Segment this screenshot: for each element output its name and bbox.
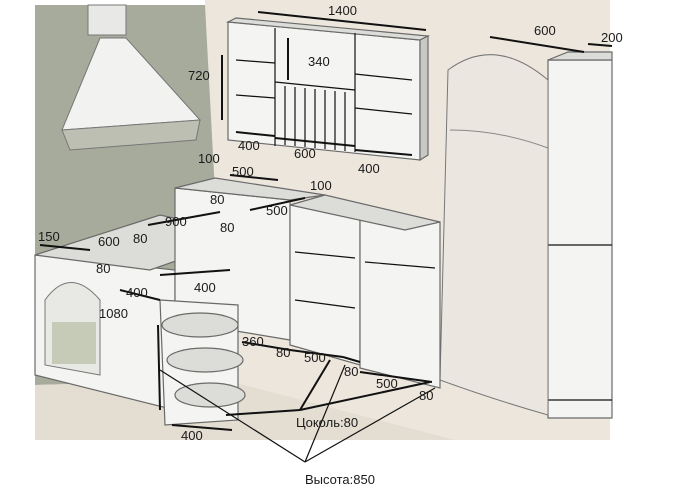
- dim-top-80-b: 80: [220, 220, 234, 235]
- dimension-labels: 1400 720 340 400 600 400 600 200 100 500…: [38, 3, 623, 487]
- plinth-leader: [299, 359, 331, 411]
- dim-left-80: 80: [96, 261, 110, 276]
- dim-top-gap: 100: [198, 151, 220, 166]
- plinth-leader: [225, 409, 301, 416]
- hood-base: [61, 119, 201, 151]
- oven-glass: [52, 322, 96, 364]
- dim-top-gap-right: 100: [310, 178, 332, 193]
- wall-cabinet-side: [419, 35, 429, 162]
- dim-bottom-500-a: 500: [304, 350, 326, 365]
- dim-line-80-bottom: [342, 356, 361, 363]
- height-leader: [304, 364, 346, 463]
- wall-cabinet: [225, 17, 431, 162]
- dim-line-400-base: [171, 424, 233, 431]
- dim-line-400-left: [235, 131, 276, 137]
- fridge-body: [439, 54, 549, 416]
- dim-bottom-360: 360: [242, 334, 264, 349]
- dim-base-400: 400: [181, 428, 203, 443]
- range-hood: [61, 4, 202, 151]
- dish-rack-rail: [274, 81, 356, 91]
- dim-line-1080: [157, 324, 161, 411]
- sink-shelf: [364, 261, 436, 269]
- dim-bottom-80-c: 80: [419, 388, 433, 403]
- dim-line-500-bottom-a: [289, 349, 344, 358]
- height-note: Высота:850: [305, 472, 375, 487]
- drawer-shelf: [294, 251, 356, 259]
- dim-line-fridge-600: [489, 36, 585, 53]
- dim-top-500: 500: [266, 203, 288, 218]
- round-shelf: [174, 382, 246, 408]
- dim-bottom-80-b: 80: [344, 364, 358, 379]
- sink-cabinet-top: [289, 194, 441, 231]
- fridge-column-top: [547, 51, 613, 61]
- dim-fridge-side: 200: [601, 30, 623, 45]
- dim-wall-left-section: 400: [238, 138, 260, 153]
- plinth-leader: [299, 381, 431, 411]
- base-cabinets: [34, 177, 441, 426]
- fridge-column: [547, 59, 613, 419]
- fridge-door-split: [449, 129, 549, 149]
- dim-wall-right-section: 400: [358, 161, 380, 176]
- drawer-shelf: [294, 299, 356, 309]
- dim-bottom-500-b: 500: [376, 376, 398, 391]
- hood-chimney: [87, 4, 127, 36]
- height-leader: [304, 387, 436, 463]
- height-leader: [159, 369, 306, 463]
- dim-wall-middle-section: 600: [294, 146, 316, 161]
- dim-wall-height: 720: [188, 68, 210, 83]
- dim-line-500-bottom-b: [359, 371, 433, 383]
- wall-shelf: [354, 107, 413, 115]
- sink-cabinet: [359, 214, 441, 389]
- dim-bottom-80-a: 80: [276, 345, 290, 360]
- dim-line-360: [241, 341, 291, 351]
- dim-left-600: 600: [98, 234, 120, 249]
- drawer-cabinet: [289, 204, 361, 366]
- dimension-lines: [39, 11, 613, 463]
- dim-line-400-shelf: [159, 269, 231, 276]
- dim-line-500-top: [229, 174, 279, 181]
- dim-oven-height: 1080: [99, 306, 128, 321]
- dim-corner-80: 80: [133, 231, 147, 246]
- dim-line-1400: [257, 11, 427, 31]
- wall-shelf: [354, 73, 413, 81]
- plinth-note: Цоколь:80: [296, 415, 358, 430]
- dim-top-depth: 500: [232, 164, 254, 179]
- dim-fridge-width: 600: [534, 23, 556, 38]
- dim-line-600: [274, 137, 356, 147]
- dim-line-400-right: [354, 149, 413, 156]
- dim-top-80-a: 80: [210, 192, 224, 207]
- dim-corner-400: 400: [126, 285, 148, 300]
- dim-left-150: 150: [38, 229, 60, 244]
- dim-corner-900: 900: [165, 214, 187, 229]
- dim-line-500-mid: [249, 197, 306, 211]
- dim-shelf-400: 400: [194, 280, 216, 295]
- refrigerator: [439, 51, 613, 419]
- dim-shelf-height: 340: [308, 54, 330, 69]
- dim-line-400-corner: [119, 289, 161, 301]
- dish-rack: [284, 86, 346, 151]
- dim-line-900: [147, 211, 221, 226]
- dim-wall-width: 1400: [328, 3, 357, 18]
- dim-line-150: [39, 244, 91, 251]
- wall-shelf: [235, 94, 276, 99]
- wall-shelf: [235, 59, 276, 64]
- round-shelf: [161, 312, 239, 338]
- dim-line-fridge-200: [587, 43, 613, 47]
- round-shelf: [166, 347, 244, 373]
